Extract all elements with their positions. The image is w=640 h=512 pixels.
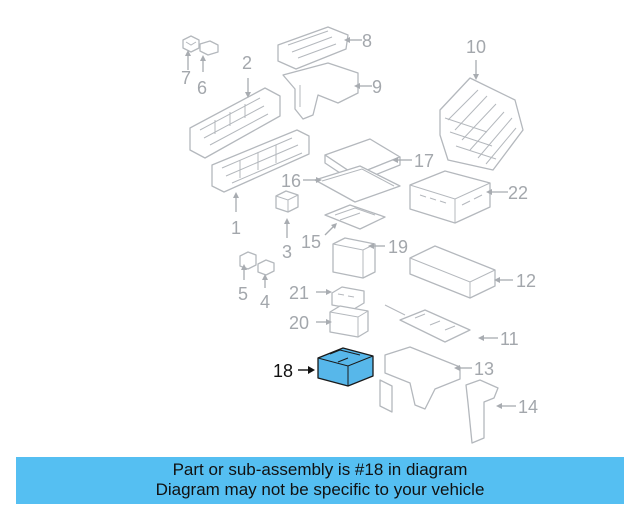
- callout-19: 19: [388, 237, 408, 257]
- part-8-cover: [277, 26, 349, 70]
- callout-11: 11: [500, 329, 519, 349]
- part-16-tray: [314, 165, 401, 203]
- callout-16: 16: [281, 171, 301, 191]
- callout-9: 9: [372, 77, 382, 97]
- part-14-bracket: [465, 379, 499, 444]
- part-12-module: [409, 245, 496, 299]
- callout-3: 3: [282, 242, 292, 262]
- part-11-bracket: [384, 304, 471, 343]
- callout-4: 4: [260, 292, 270, 312]
- part-1-fuse-box: [211, 129, 310, 193]
- part-2-fuse-panel: [189, 87, 281, 159]
- part-15-plate: [324, 204, 386, 230]
- part-9-bracket: [282, 62, 359, 120]
- callout-2: 2: [242, 53, 252, 73]
- callout-6: 6: [197, 78, 207, 98]
- callout-1: 1: [231, 218, 241, 238]
- part-7-clip: [182, 35, 200, 53]
- part-3-relay: [275, 190, 299, 213]
- part-18-highlighted[interactable]: [317, 347, 374, 387]
- callout-12: 12: [516, 271, 536, 291]
- banner-line-disclaimer: Diagram may not be specific to your vehi…: [155, 480, 485, 499]
- callout-7: 7: [181, 68, 191, 88]
- part-4-relay: [257, 259, 275, 276]
- banner-line-part: Part or sub-assembly is #18 in diagram: [172, 460, 468, 479]
- part-13-bracket: [379, 346, 461, 413]
- callout-8: 8: [362, 31, 372, 51]
- callout-18-highlighted: 18: [273, 361, 293, 381]
- part-19-relay: [332, 237, 376, 279]
- part-10-cover: [439, 77, 524, 171]
- callout-13: 13: [474, 359, 494, 379]
- part-21-connector: [331, 286, 365, 310]
- part-22-junction-block: [409, 170, 491, 224]
- parts-diagram: 7 6 8 9 2 10 17 16 22 1 3 15 19 12 21 5 …: [181, 26, 538, 444]
- callout-labels: 7 6 8 9 2 10 17 16 22 1 3 15 19 12 21 5 …: [181, 31, 538, 417]
- callout-17: 17: [414, 151, 434, 171]
- part-5-relay: [239, 251, 257, 270]
- callout-14: 14: [518, 397, 538, 417]
- callout-10: 10: [466, 37, 486, 57]
- callout-22: 22: [508, 183, 528, 203]
- callout-21: 21: [289, 283, 309, 303]
- callout-20: 20: [289, 313, 309, 333]
- callout-5: 5: [238, 284, 248, 304]
- info-banner: Part or sub-assembly is #18 in diagram D…: [16, 457, 624, 504]
- part-20-relay: [329, 305, 369, 338]
- callout-15: 15: [301, 232, 321, 252]
- leader-lines: [185, 37, 516, 409]
- part-6-clip: [199, 40, 219, 56]
